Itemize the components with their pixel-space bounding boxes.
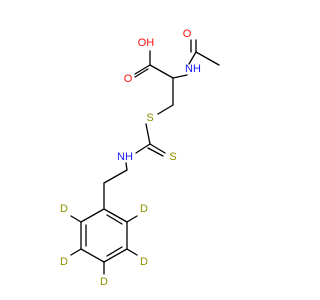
bond-carboxylC-O-1 [134, 64, 151, 75]
atom-label-deuterium-4: D [60, 256, 68, 268]
atom-label-amide-nh: NH [185, 63, 201, 75]
bond-ring-D5 [70, 215, 82, 223]
bond-thionylC-NH [135, 143, 151, 154]
bond-CH2a-CH2b [103, 169, 128, 184]
bond-NH-alphaC [172, 74, 188, 79]
atom-label-hydroxyl: OH [138, 37, 155, 49]
molecule-structure: O NH OH O S S NH D D D D D [60, 28, 220, 288]
bond-ring-D1 [126, 215, 138, 223]
ring-bond-4 [80, 248, 105, 263]
bond-S-thionylC [145, 123, 151, 145]
atom-label-layer: O NH OH O S S NH D D D D D [60, 28, 201, 288]
bond-methyl-acetylC [195, 51, 220, 66]
bond-alphaC-carboxylC [149, 64, 174, 79]
bond-thionylC-S-2 [147, 147, 164, 157]
atom-label-deuterium-2: D [140, 256, 148, 268]
bond-betaC-S [157, 104, 174, 115]
bond-NH-CH2a [125, 162, 128, 171]
bond-thionylC-S-1 [149, 143, 166, 154]
bond-ring-D2 [126, 248, 138, 256]
atom-label-carbonyl-oxygen-acid: O [124, 73, 133, 85]
bond-layer [70, 39, 220, 275]
ring-bond-3 [103, 248, 128, 263]
atom-label-thione-s: S [169, 151, 176, 163]
atom-label-carbonyl-oxygen-acetyl: O [183, 28, 192, 40]
ring-inner-bond-2 [106, 246, 123, 257]
bond-acetylC-NH [188, 51, 197, 65]
bond-carboxylC-O-2 [134, 68, 149, 78]
atom-label-thioether-s: S [146, 112, 153, 124]
atom-label-deuterium-1: D [140, 203, 148, 215]
ring-bond-6 [80, 208, 105, 223]
atom-label-deuterium-3: D [100, 276, 108, 288]
ring-bond-1 [103, 208, 128, 223]
ring-inner-bond-1 [106, 214, 123, 225]
atom-label-thioamide-nh: NH [117, 151, 133, 163]
bond-ring-D4 [70, 248, 82, 256]
atom-label-deuterium-5: D [60, 203, 68, 215]
